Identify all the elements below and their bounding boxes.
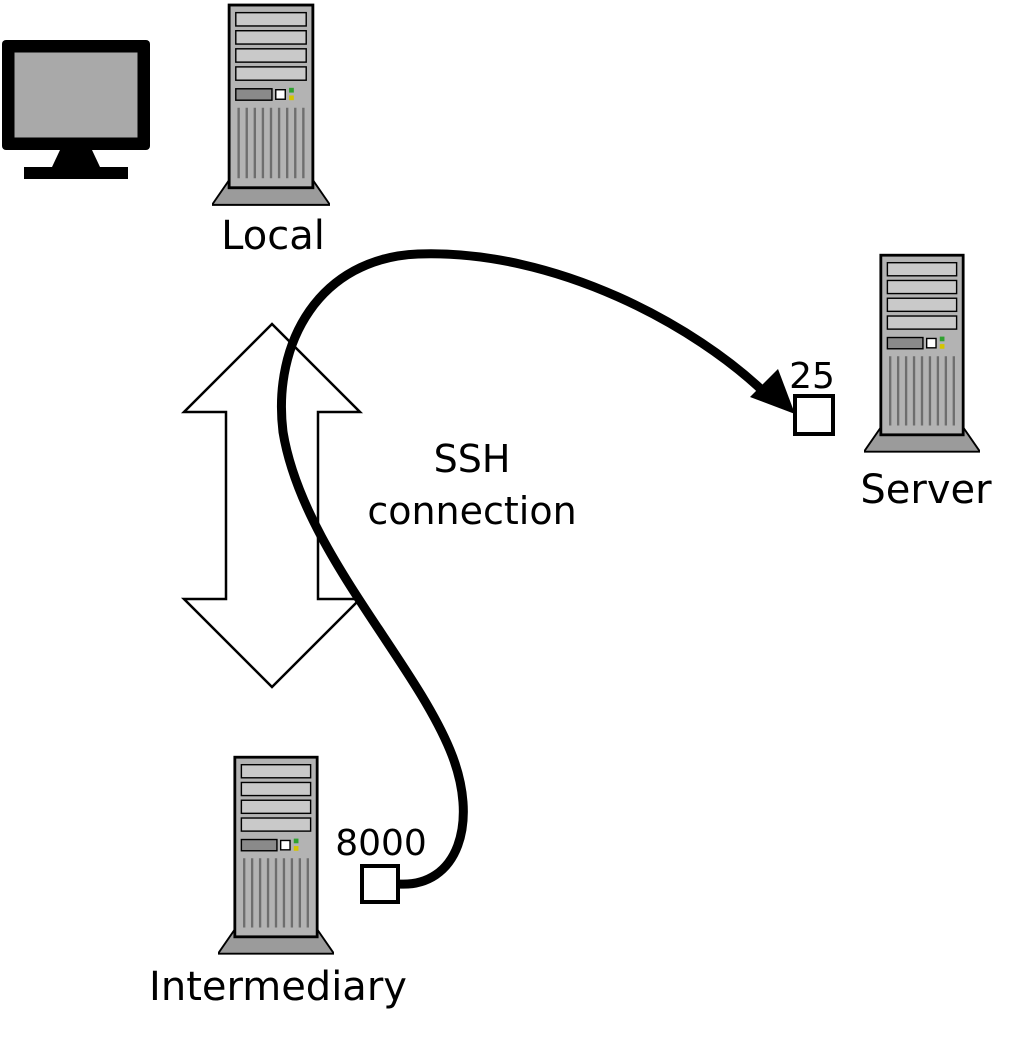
- server-node-label: Server: [860, 467, 992, 513]
- intermediary-port-label: 8000: [335, 823, 427, 864]
- server-port: 25: [789, 356, 835, 436]
- intermediary-node-label: Intermediary: [149, 964, 407, 1010]
- ssh-connection-arrow: SSH connection: [180, 322, 577, 689]
- ssh-connection-label-line2: connection: [367, 489, 576, 533]
- tunnel-arrowhead-icon: [750, 369, 795, 414]
- tunnel-curve: [277, 249, 771, 889]
- tower-computer-icon: [212, 3, 330, 207]
- double-arrow-icon: [180, 322, 364, 689]
- intermediary-node: Intermediary: [149, 755, 407, 1010]
- tower-computer-icon: [864, 253, 980, 454]
- tower-computer-icon: [218, 755, 334, 956]
- intermediary-port-box: [360, 864, 400, 904]
- ssh-connection-label-line1: SSH: [434, 437, 511, 481]
- intermediary-port: 8000: [335, 823, 427, 904]
- tunnel-arrow: [277, 249, 795, 889]
- local-node-label: Local: [221, 213, 325, 259]
- monitor-icon: [2, 40, 150, 179]
- server-port-box: [793, 394, 835, 436]
- server-node: Server: [860, 253, 992, 513]
- server-port-label: 25: [789, 356, 835, 397]
- local-node: Local: [212, 3, 330, 259]
